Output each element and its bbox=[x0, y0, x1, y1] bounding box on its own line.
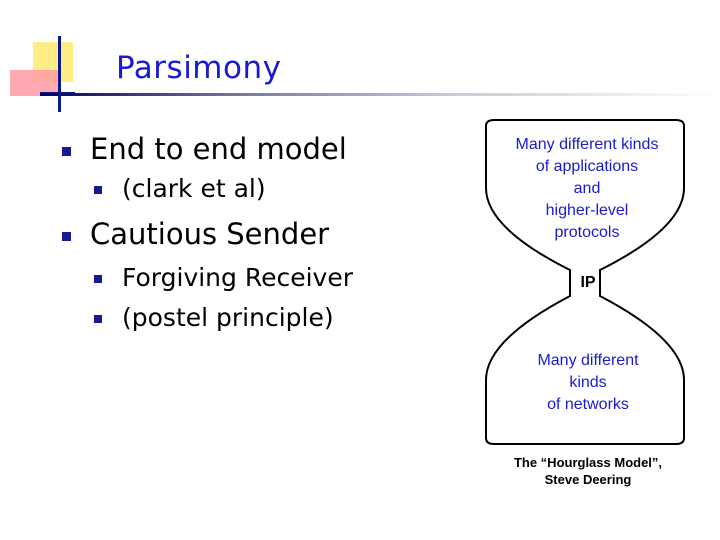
hourglass-top-label: Many different kinds of applications and… bbox=[480, 134, 694, 244]
logo-pink-square bbox=[10, 70, 60, 96]
sub-bullet-text: (postel principle) bbox=[122, 303, 334, 332]
hourglass-neck-label: IP bbox=[580, 274, 596, 291]
hourglass-bottom-line: of networks bbox=[547, 396, 629, 413]
bullet-text: Cautious Sender bbox=[90, 217, 330, 251]
sub-bullet-marker bbox=[94, 186, 102, 194]
caption-line: The “Hourglass Model”, bbox=[513, 455, 663, 470]
sub-bullet-text: (clark et al) bbox=[122, 174, 266, 203]
hourglass-top-line: higher-level bbox=[545, 202, 629, 219]
slide-title: Parsimony bbox=[116, 50, 282, 86]
hourglass-top-line: and bbox=[573, 180, 601, 197]
hourglass-bottom-label: Many different kinds of networks bbox=[510, 350, 666, 416]
hourglass-top-line: protocols bbox=[554, 224, 620, 241]
caption-line: Steve Deering bbox=[544, 472, 632, 487]
logo-vertical-line bbox=[58, 36, 61, 112]
hourglass-top-line: of applications bbox=[535, 158, 639, 175]
hourglass-diagram bbox=[485, 119, 685, 445]
hourglass-bottom-line: kinds bbox=[569, 374, 607, 391]
sub-bullet-marker bbox=[94, 275, 102, 283]
hourglass-caption: The “Hourglass Model”, Steve Deering bbox=[478, 454, 698, 488]
title-rule bbox=[40, 93, 720, 96]
hourglass-top-line: Many different kinds bbox=[515, 136, 659, 153]
slide-logo-decoration bbox=[0, 0, 110, 120]
hourglass-outline bbox=[485, 119, 685, 445]
bullet-marker bbox=[62, 232, 71, 241]
sub-bullet-marker bbox=[94, 315, 102, 323]
bullet-text: End to end model bbox=[90, 132, 347, 166]
sub-bullet-text: Forgiving Receiver bbox=[122, 263, 353, 292]
bullet-marker bbox=[62, 147, 71, 156]
hourglass-bottom-line: Many different bbox=[537, 352, 639, 369]
